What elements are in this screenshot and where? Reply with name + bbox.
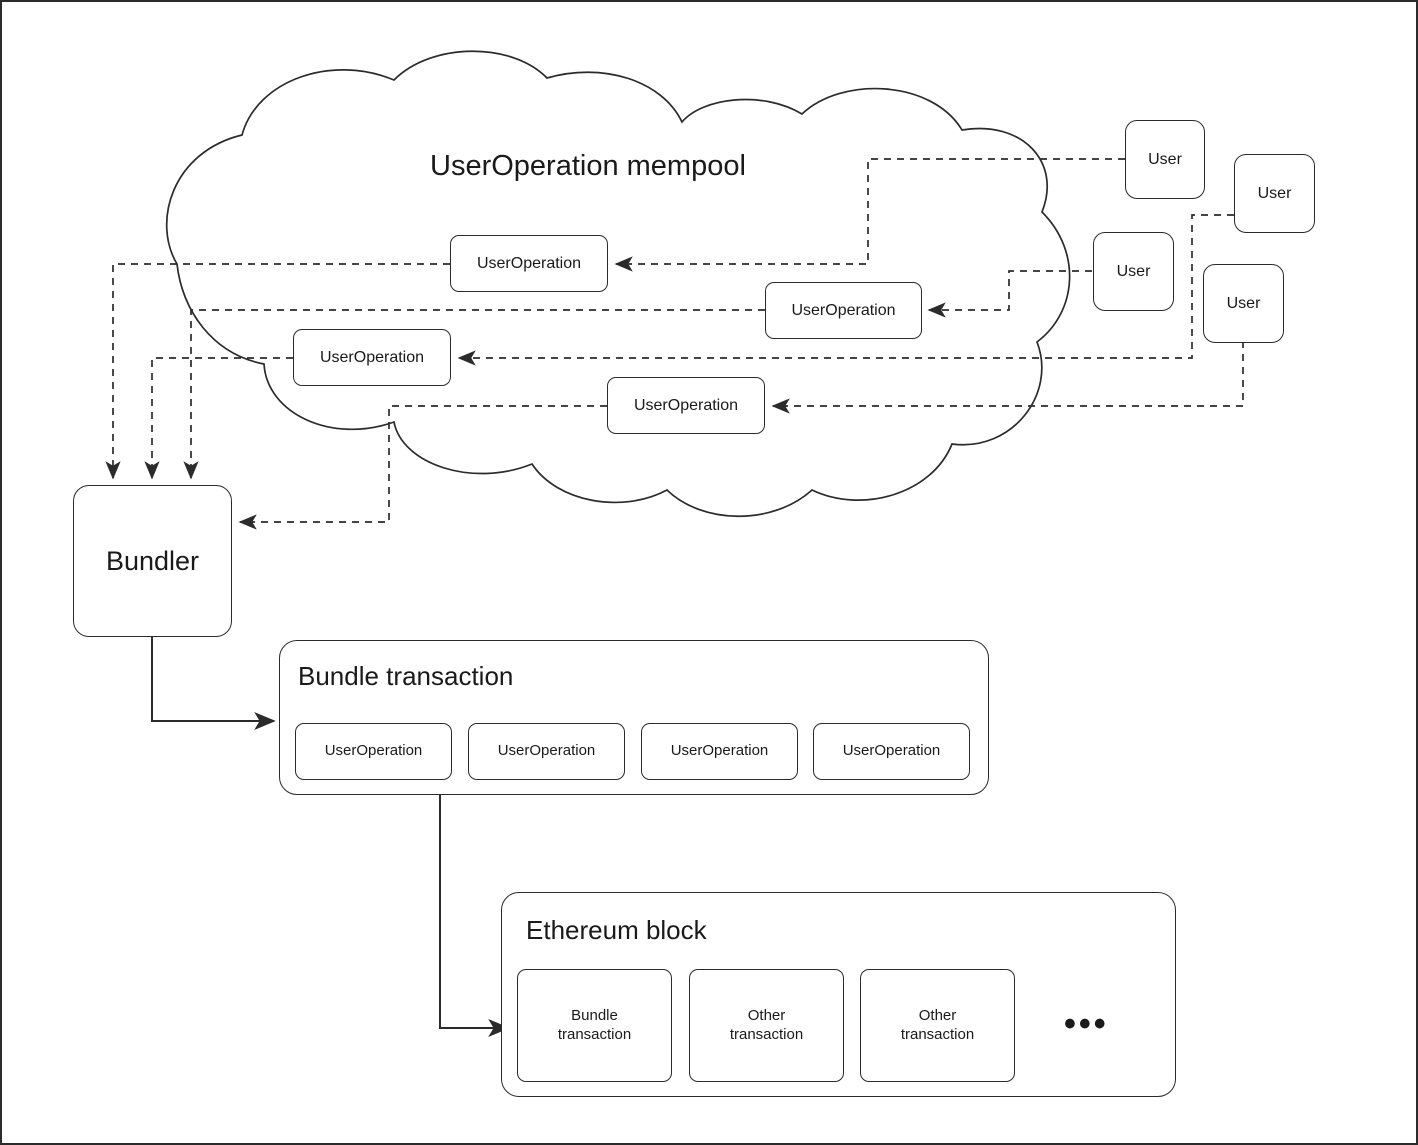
edge-user3-to-uop2 [927, 270, 1092, 318]
mempool-useroperation-1[interactable]: UserOperation [450, 235, 608, 292]
user-box-1[interactable]: User [1125, 120, 1205, 199]
bundler-node[interactable]: Bundler [73, 485, 232, 637]
user-box-3-label: User [1116, 262, 1151, 280]
user-box-2-label: User [1257, 184, 1292, 202]
edge-uop4-to-bundler [238, 405, 607, 530]
bundle-transaction-title: Bundle transaction [298, 661, 514, 691]
mempool-useroperation-4-label: UserOperation [633, 396, 739, 414]
bundle-useroperation-2[interactable]: UserOperation [468, 723, 625, 780]
bundle-useroperation-2-label: UserOperation [497, 742, 596, 760]
bundler-label: Bundler [105, 545, 200, 576]
user-box-4[interactable]: User [1203, 264, 1284, 343]
cloud-outline [165, 50, 1071, 518]
bundle-transaction-container[interactable]: Bundle transaction UserOperation UserOpe… [279, 640, 989, 795]
bundle-useroperation-3[interactable]: UserOperation [641, 723, 798, 780]
bundle-useroperation-3-label: UserOperation [670, 742, 769, 760]
mempool-useroperation-3[interactable]: UserOperation [293, 329, 451, 386]
mempool-useroperation-4[interactable]: UserOperation [607, 377, 765, 434]
bundle-useroperation-4[interactable]: UserOperation [813, 723, 970, 780]
ethereum-transactions-ellipsis: ••• [1064, 1005, 1109, 1043]
bundle-useroperation-1-label: UserOperation [324, 742, 423, 760]
ethereum-transaction-1[interactable]: Bundle transaction [517, 969, 672, 1082]
bundle-useroperation-4-label: UserOperation [842, 742, 941, 760]
ethereum-transaction-3-label: Other transaction [900, 1006, 975, 1043]
edge-user4-to-uop4 [771, 341, 1244, 414]
mempool-useroperation-2-label: UserOperation [791, 301, 896, 319]
user-box-4-label: User [1226, 294, 1261, 312]
bundle-useroperation-1[interactable]: UserOperation [295, 723, 452, 780]
mempool-useroperation-2[interactable]: UserOperation [765, 282, 922, 339]
ethereum-transaction-3[interactable]: Other transaction [860, 969, 1015, 1082]
edge-uop3-to-bundler [144, 357, 293, 480]
user-box-2[interactable]: User [1234, 154, 1315, 233]
ethereum-transaction-2-label: Other transaction [729, 1006, 804, 1043]
user-box-1-label: User [1148, 150, 1182, 168]
mempool-useroperation-1-label: UserOperation [476, 254, 582, 272]
ethereum-block-title: Ethereum block [526, 915, 707, 945]
edge-bundle-transaction-to-ethereum-block [439, 795, 510, 1037]
ethereum-block-container[interactable]: Ethereum block Bundle transaction Other … [501, 892, 1176, 1097]
edge-bundler-to-bundle-transaction [151, 637, 276, 730]
ethereum-transaction-2[interactable]: Other transaction [689, 969, 844, 1082]
user-box-3[interactable]: User [1093, 232, 1174, 311]
mempool-useroperation-3-label: UserOperation [319, 348, 425, 366]
ethereum-transaction-1-label: Bundle transaction [557, 1006, 632, 1043]
mempool-title: UserOperation mempool [430, 150, 746, 182]
